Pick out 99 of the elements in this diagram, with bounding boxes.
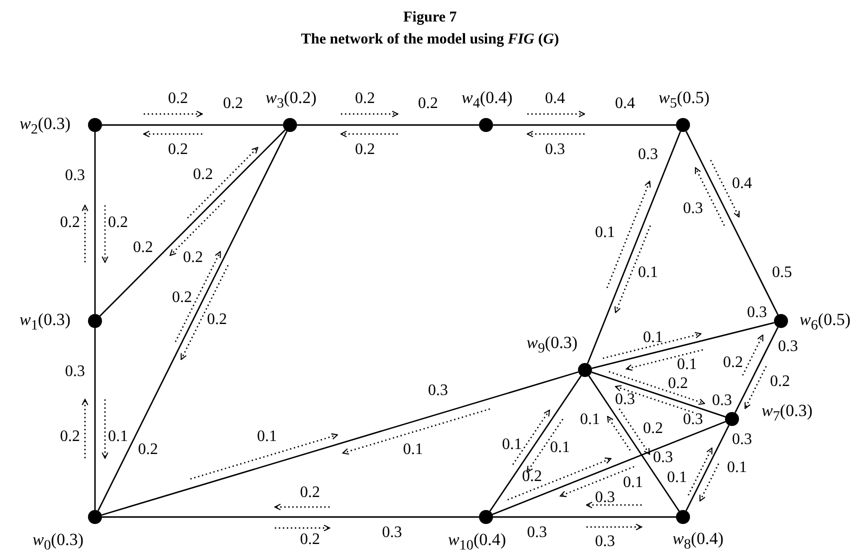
figure-caption: The network of the model using FIG (G) [301,32,559,48]
weight-label: 0.1 [502,437,522,453]
weight-label: 0.3 [653,450,673,466]
weight-label: 0.4 [732,176,752,192]
vertex-label: w$_{0}$(0.3) [32,531,84,553]
graph-edge [586,131,682,364]
vertex-label: w$_{4}$(0.4) [462,89,512,111]
graph-edge [493,516,676,518]
weight-label: 0.1 [667,470,687,486]
weight-label: 0.1 [595,225,615,241]
weight-label: 0.1 [550,440,570,456]
weight-label: 0.2 [193,167,213,183]
graph-edge [686,424,730,512]
graph-edge [734,326,778,414]
weight-label: 0.3 [747,305,767,321]
vertex-dot [676,510,690,524]
weight-label: 0.4 [615,96,635,112]
vertex-dot [578,363,592,377]
graph-edge [493,124,676,126]
weight-label: 0.2 [418,96,438,112]
vertex-label: w$_{2}$(0.3) [20,115,70,137]
weight-label: 0.2 [60,215,80,231]
vertex-dot [479,510,493,524]
vertex-dot [283,118,297,132]
weight-label: 0.2 [183,250,203,266]
weight-label: 0.1 [623,475,643,491]
weight-label: 0.2 [770,374,790,390]
vertex-label: w$_{5}$(0.5) [658,89,710,111]
graph-edge [588,375,680,512]
weight-label: 0.4 [545,91,565,107]
vertex-dot [676,118,690,132]
weight-label: 0.3 [712,393,732,409]
vertex-dot [88,314,102,328]
weight-label: 0.2 [207,312,227,328]
weight-label: 0.2 [172,290,192,306]
graph-edge [686,130,778,316]
figure-title: Figure 7 [403,10,457,26]
graph-edge [102,516,479,518]
weight-label: 0.2 [223,96,243,112]
weight-label: 0.2 [643,421,663,437]
weight-label: 0.3 [382,525,402,541]
weight-label: 0.2 [60,429,80,445]
graph-edge [592,322,774,369]
vertex-label: w$_{6}$(0.5) [800,311,850,333]
weight-label: 0.2 [668,376,688,392]
weight-label: 0.1 [403,442,423,458]
weight-label: 0.2 [300,485,320,501]
graph-edge [591,372,726,418]
weight-label: 0.2 [355,91,375,107]
weight-label: 0.3 [545,142,565,158]
graph-edge [94,132,96,314]
weight-label: 0.2 [723,355,743,371]
weight-label: 0.1 [677,357,697,373]
weight-label: 0.2 [168,91,188,107]
weight-label: 0.3 [638,147,658,163]
vertex-label: w$_{8}$(0.4) [672,530,724,552]
graph-edge [99,129,286,317]
vertex-dot [479,118,493,132]
graph-edge [102,371,578,516]
weight-label: 0.2 [133,240,153,256]
graph-edge [102,124,283,126]
graph-edge [489,375,582,512]
weight-label: 0.2 [522,469,542,485]
vertex-dot [725,412,739,426]
weight-label: 0.2 [300,532,320,548]
graph-edge [98,130,288,512]
weight-label: 0.3 [732,432,752,448]
weight-label: 0.2 [108,215,128,231]
vertex-dot [88,510,102,524]
weight-label: 0.3 [683,412,703,428]
weight-label: 0.1 [727,460,747,476]
vertex-label: w$_{1}$(0.3) [20,311,70,333]
weight-label: 0.2 [168,142,188,158]
vertex-dot [774,314,788,328]
weight-label: 0.1 [257,429,277,445]
vertex-label: w$_{3}$(0.2) [266,89,316,111]
vertex-label: w$_{7}$(0.3) [762,402,812,424]
vertex-dot [88,118,102,132]
weight-label: 0.1 [108,429,128,445]
weight-label: 0.3 [527,525,547,541]
weight-label: 0.3 [428,383,448,399]
weight-label: 0.1 [638,265,658,281]
weight-label: 0.3 [778,339,798,355]
weight-label: 0.3 [65,364,85,380]
graph-edge [492,420,726,516]
weight-label: 0.1 [643,330,663,346]
weight-label: 0.3 [615,392,635,408]
vertex-label: w$_{9}$(0.3) [526,334,578,356]
weight-label: 0.2 [138,442,158,458]
weight-label: 0.3 [65,168,85,184]
weight-label: 0.3 [595,490,615,506]
weight-label: 0.3 [595,534,615,550]
weight-label: 0.5 [772,265,792,281]
weight-label: 0.3 [683,201,703,217]
weight-label: 0.1 [580,412,600,428]
weight-label: 0.2 [355,142,375,158]
graph-edge [94,328,96,510]
graph-edge [297,124,479,126]
vertex-label: w$_{10}$(0.4) [448,531,506,553]
